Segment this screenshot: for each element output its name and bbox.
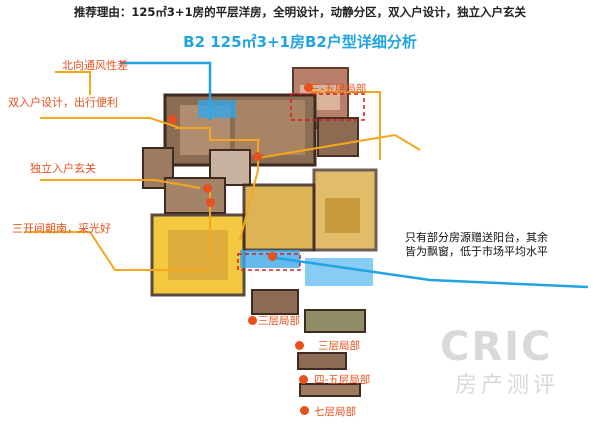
feature-foyer: 独立入户玄关 (30, 162, 96, 175)
callout-dot-entry (253, 152, 262, 161)
dining-room (235, 100, 305, 155)
foyer-area (164, 177, 226, 214)
feature-three-south: 三开间朝南，采光好 (12, 222, 111, 235)
entry-route-line-2 (239, 140, 259, 241)
callout-dot-double-entry (168, 115, 177, 124)
north-window-highlight (198, 100, 236, 118)
callout-dot-floors-3-5 (304, 83, 313, 92)
bedroom-center (242, 183, 316, 252)
foyer-line (40, 179, 201, 189)
floor-7-module (299, 383, 361, 397)
feature-north-ventilation: 北向通风性差 (62, 59, 128, 72)
callout-dot-foyer-2 (206, 198, 215, 207)
bedroom-right-detail (325, 198, 360, 233)
top-right-line (310, 91, 381, 160)
callout-dot-balcony (268, 252, 277, 261)
balcony-right (305, 258, 373, 286)
north-ventilation-pointer (55, 71, 91, 95)
watermark-subtitle: 房产测评 (455, 373, 560, 398)
callout-dot-floor-3b (295, 341, 304, 350)
small-room-right (317, 117, 359, 157)
floor-label-7: 七层局部 (314, 406, 356, 418)
callout-dot-foyer (203, 184, 212, 193)
entry-route-line (175, 127, 260, 141)
right-route-line (257, 133, 421, 159)
floor-label-3a: 三层局部 (258, 315, 300, 327)
floor-label-3b: 三层局部 (318, 340, 360, 352)
floor-label-3-5: 三-五层局部 (310, 83, 367, 95)
page-title: B2 125㎡3+1房B2户型详细分析 (183, 33, 417, 51)
floor-3-module-a (251, 289, 299, 315)
balcony-note: 只有部分房源赠送阳台，其余皆为飘窗，低于市场平均水平 (405, 231, 548, 258)
feature-double-entry: 双入户设计，出行便利 (8, 96, 118, 109)
floor-label-4-5: 四-五层局部 (314, 374, 371, 386)
callout-dot-floor-3a (248, 316, 257, 325)
floor-3-module-b (304, 309, 366, 333)
watermark-brand: CRIC (440, 324, 553, 370)
callout-dot-floors-4-5 (299, 375, 308, 384)
recommendation-text: 推荐理由：125㎡3+1房的平层洋房，全明设计，动静分区，双入户设计，独立入户玄… (73, 5, 527, 19)
balcony-line (275, 256, 589, 289)
callout-dot-floor-7 (300, 406, 309, 415)
dashed-outline-top (290, 93, 365, 121)
three-south-line (25, 231, 210, 271)
double-entry-line (40, 117, 181, 129)
living-room-detail (168, 230, 228, 280)
floor-4-5-module (297, 352, 347, 370)
